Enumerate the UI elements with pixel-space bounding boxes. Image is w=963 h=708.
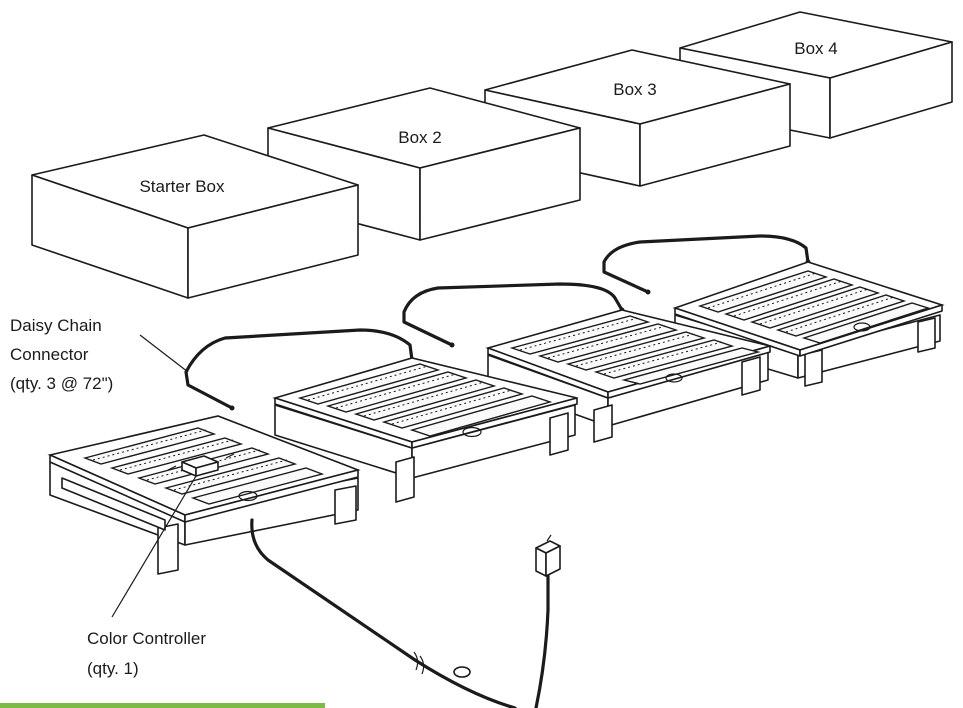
power-adapter-icon — [534, 534, 561, 708]
pallet-3 — [485, 309, 774, 443]
box-3-label: Box 3 — [613, 80, 656, 99]
color-controller-module — [167, 453, 235, 477]
color-controller-label-line1: Color Controller — [87, 629, 206, 648]
pallet-1 — [47, 415, 361, 575]
daisy-chain-label-line1: Daisy Chain — [10, 316, 102, 335]
daisy-chain-label-line3: (qty. 3 @ 72") — [10, 374, 113, 393]
starter-box: Starter Box — [31, 134, 359, 299]
daisy-chain-label-line2: Connector — [10, 345, 89, 364]
daisy-chain-cable-2 — [402, 282, 624, 347]
daisy-chain-cable-1 — [184, 328, 414, 410]
daisy-chain-cable-3 — [602, 234, 810, 294]
pallet-2 — [272, 357, 578, 503]
footer-accent-bar — [0, 703, 325, 708]
power-cable — [250, 518, 517, 708]
daisy-chain-callout: Daisy Chain Connector (qty. 3 @ 72") — [10, 316, 189, 393]
box-2-label: Box 2 — [398, 128, 441, 147]
color-controller-callout: Color Controller (qty. 1) — [87, 475, 206, 678]
box-4-label: Box 4 — [794, 39, 837, 58]
starter-box-label: Starter Box — [139, 177, 225, 196]
color-controller-label-line2: (qty. 1) — [87, 659, 139, 678]
box-2: Box 2 — [267, 87, 581, 241]
